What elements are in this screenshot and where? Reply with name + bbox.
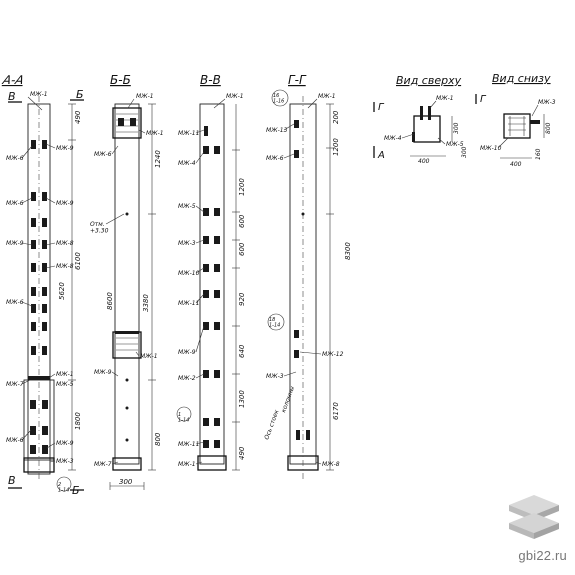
section-vv-dim-3: 640 — [238, 344, 246, 358]
section-aa-label-10: МЖ-5 — [56, 381, 74, 388]
section-bb-label-3: МЖ-1 — [140, 353, 158, 360]
section-vv-dim-5: 600 — [238, 214, 246, 228]
section-aa: А-А В Б МЖ-1 МЖ-6 МЖ-9 — [1, 73, 84, 497]
section-vv-label-3: МЖ-5 — [178, 203, 196, 210]
section-vv-dim-0: 1200 — [238, 178, 246, 196]
section-vv-dim-6: 490 — [238, 446, 246, 460]
section-bb-label-2: МЖ-6 — [94, 151, 112, 158]
section-aa-label-4: МЖ-9 — [56, 200, 74, 207]
section-aa-label-1: МЖ-6 — [6, 155, 24, 162]
section-vv-label-5: МЖ-10 — [178, 270, 200, 277]
section-aa-title: А-А — [1, 73, 26, 87]
section-aa-label-5: МЖ-8 — [56, 240, 74, 247]
section-aa-dim-3: 1800 — [74, 412, 82, 430]
top-view-dim-0: 300 — [453, 122, 460, 134]
section-vv-label-6: МЖ-11 — [178, 300, 199, 307]
top-view-dim-1: 400 — [418, 158, 430, 165]
top-view-dim-2: 300 — [461, 146, 468, 158]
section-bb-dim-1: 3380 — [142, 294, 150, 312]
section-bb-label-0: МЖ-1 — [136, 93, 154, 100]
section-bb-label-4: МЖ-9 — [94, 369, 112, 376]
section-aa-label-9: МЖ-1 — [56, 371, 74, 378]
section-vv-label-0: МЖ-1 — [226, 93, 244, 100]
section-gg-note: Ось стоекколонны — [263, 383, 296, 443]
bottom-view-label-0: МЖ-3 — [538, 99, 556, 106]
section-vv-label-9: МЖ-11 — [178, 441, 199, 448]
bottom-view-cut-mark: Г — [480, 94, 487, 105]
section-aa-label-14: МЖ-3 — [56, 458, 74, 465]
section-gg: Г-Г МЖ-1 МЖ-13 МЖ-6 МЖ-12 МЖ-3 МЖ-8 — [263, 73, 352, 480]
watermark-text: gbi22.ru — [518, 548, 567, 563]
section-gg-dim-3: 200 — [332, 110, 340, 124]
section-vv: В-В МЖ-1 МЖ-11 МЖ-4 МЖ-5 МЖ-3 МЖ-10 МЖ-1… — [176, 73, 246, 471]
bottom-view-label-1: МЖ-10 — [480, 145, 502, 152]
section-aa-cut-mark-left: В — [8, 90, 16, 103]
section-aa-label-13: МЖ-9 — [56, 440, 74, 447]
section-gg-dim-2: 6170 — [332, 402, 340, 420]
section-gg-title: Г-Г — [288, 73, 307, 87]
section-aa-label-12: МЖ-6 — [6, 437, 24, 444]
section-aa-label-0: МЖ-1 — [30, 91, 48, 98]
section-aa-label-8: МЖ-6 — [6, 299, 24, 306]
section-bb-note: Отм.+3.30 — [90, 221, 109, 235]
section-aa-bottom-left: В — [8, 474, 16, 487]
section-vv-label-2: МЖ-4 — [178, 160, 196, 167]
bottom-view-title: Вид снизу — [492, 72, 551, 85]
section-bb-label-5: МЖ-7 — [94, 461, 112, 468]
section-vv-label-1: МЖ-11 — [178, 130, 199, 137]
section-vv-dim-4: 1300 — [238, 390, 246, 408]
stacked-slabs-icon — [509, 495, 559, 539]
top-view-label-0: МЖ-1 — [436, 95, 454, 102]
section-aa-label-7: МЖ-8 — [56, 263, 74, 270]
section-aa-cut-mark-right: Б — [76, 88, 84, 101]
section-gg-dim-1: 8300 — [344, 242, 352, 260]
section-aa-label-2: МЖ-9 — [56, 145, 74, 152]
section-vv-dim-1: 600 — [238, 242, 246, 256]
section-bb-title: Б-Б — [110, 73, 131, 87]
bottom-view-dim-0: 800 — [545, 122, 552, 134]
section-aa-dim-1: 5620 — [58, 282, 66, 300]
section-bb-dim-2: 8600 — [106, 292, 114, 310]
top-view-cut-mark-0: Г — [378, 102, 385, 113]
section-gg-label-0: МЖ-1 — [318, 93, 336, 100]
section-vv-label-10: МЖ-1 — [178, 461, 196, 468]
top-view-label-1: МЖ-4 — [384, 135, 402, 142]
section-bb: Б-Б МЖ-1 МЖ-1 МЖ-6 МЖ-1 МЖ-9 МЖ-7 — [90, 73, 164, 490]
section-bb-label-1: МЖ-1 — [146, 130, 164, 137]
top-view-label-2: МЖ-5 — [446, 141, 464, 148]
section-gg-label-4: МЖ-3 — [266, 373, 284, 380]
top-view: Вид сверху Г А МЖ-1 МЖ-4 МЖ-5 300 400 30… — [373, 74, 468, 165]
section-bb-dim-4: 300 — [119, 478, 133, 486]
section-vv-title: В-В — [200, 73, 221, 87]
section-bb-dim-3: 800 — [154, 432, 162, 446]
section-gg-dim-0: 1200 — [332, 138, 340, 156]
section-aa-label-3: МЖ-6 — [6, 200, 24, 207]
bottom-view: Вид снизу Г МЖ-3 МЖ-10 800 160 400 — [475, 72, 556, 168]
section-bb-dim-0: 1240 — [154, 150, 162, 168]
section-aa-dim-0: 490 — [74, 110, 82, 124]
section-vv-label-8: МЖ-2 — [178, 375, 196, 382]
section-vv-label-4: МЖ-3 — [178, 240, 196, 247]
section-aa-label-6: МЖ-9 — [6, 240, 24, 247]
top-view-cut-mark-1: А — [377, 150, 385, 161]
bottom-view-dim-2: 400 — [510, 161, 522, 168]
section-aa-dim-2: 6100 — [74, 252, 82, 270]
bottom-view-dim-1: 160 — [535, 148, 542, 160]
section-gg-label-1: МЖ-13 — [266, 127, 288, 134]
section-gg-label-5: МЖ-8 — [322, 461, 340, 468]
section-vv-label-7: МЖ-9 — [178, 349, 196, 356]
section-gg-label-2: МЖ-6 — [266, 155, 284, 162]
section-aa-label-11: МЖ-7 — [6, 381, 24, 388]
top-view-title: Вид сверху — [396, 74, 462, 87]
section-vv-dim-2: 920 — [238, 292, 246, 306]
section-gg-label-3: МЖ-12 — [322, 351, 344, 358]
